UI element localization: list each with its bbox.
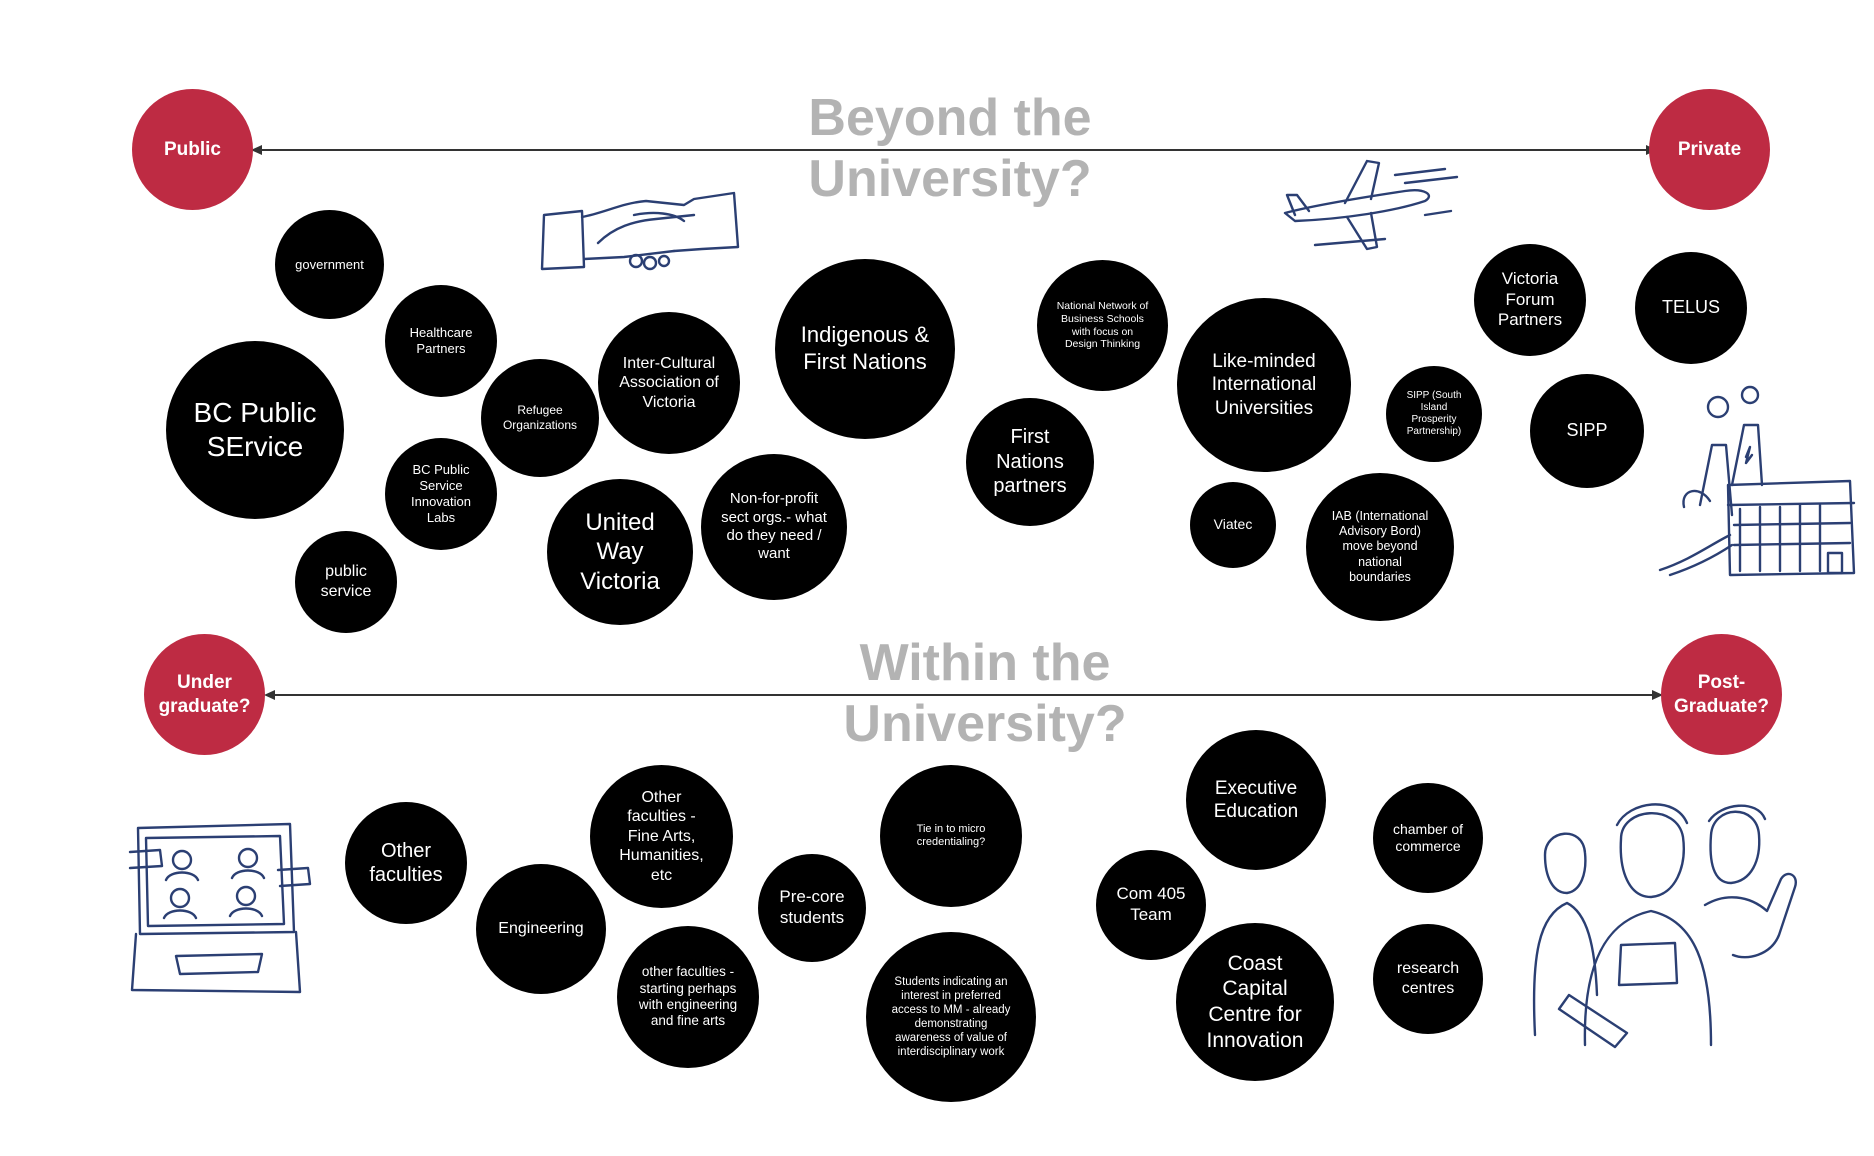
bubble-sipp-south: SIPP (South Island Prosperity Partnershi… xyxy=(1386,366,1482,462)
bubble-chamber-of-commerce: chamber of commerce xyxy=(1373,783,1483,893)
bubble-bc-innovation-labs: BC Public Service Innovation Labs xyxy=(385,438,497,550)
bubble-non-for-profit: Non-for-profit sect orgs.- what do they … xyxy=(701,454,847,600)
undergrad-postgrad-axis-line xyxy=(266,694,1661,696)
handshake-icon xyxy=(534,185,744,275)
bubble-refugee: Refugee Organizations xyxy=(481,359,599,477)
public-pole: Public xyxy=(132,89,253,210)
bubble-other-faculties: Other faculties xyxy=(345,802,467,924)
bubble-bc-public-service: BC Public SErvice xyxy=(166,341,344,519)
private-pole: Private xyxy=(1649,89,1770,210)
postgraduate-pole: Post- Graduate? xyxy=(1661,634,1782,755)
bubble-research-centres: research centres xyxy=(1373,924,1483,1034)
bubble-other-faculties-fine-arts: Other faculties - Fine Arts, Humanities,… xyxy=(590,765,733,908)
airplane-icon xyxy=(1275,155,1465,260)
bubble-first-nations-partners: First Nations partners xyxy=(966,398,1094,526)
public-private-axis-line xyxy=(253,149,1655,151)
bubble-telus: TELUS xyxy=(1635,252,1747,364)
bubble-iab: IAB (International Advisory Bord) move b… xyxy=(1306,473,1454,621)
bubble-victoria-forum: Victoria Forum Partners xyxy=(1474,244,1586,356)
factory-icon xyxy=(1650,385,1870,580)
bubble-executive-education: Executive Education xyxy=(1186,730,1326,870)
undergraduate-pole: Under graduate? xyxy=(144,634,265,755)
within-title-line1: Within the xyxy=(859,634,1111,692)
bubble-indigenous: Indigenous & First Nations xyxy=(775,259,955,439)
bubble-national-network: National Network of Business Schools wit… xyxy=(1037,260,1168,391)
bubble-viatec: Viatec xyxy=(1190,482,1276,568)
beyond-title: Beyond the University? xyxy=(760,88,1140,210)
bubble-like-minded: Like-minded International Universities xyxy=(1177,298,1351,472)
bubble-micro-credentialing: Tie in to micro credentialing? xyxy=(880,765,1022,907)
bubble-public-service: public service xyxy=(295,531,397,633)
bubble-com-405: Com 405 Team xyxy=(1096,850,1206,960)
within-title: Within the University? xyxy=(785,633,1185,755)
beyond-title-line2: University? xyxy=(808,150,1092,208)
bubble-engineering: Engineering xyxy=(476,864,606,994)
bubble-united-way: United Way Victoria xyxy=(547,479,693,625)
video-call-laptop-icon xyxy=(128,822,312,997)
bubble-government: government xyxy=(275,210,384,319)
team-people-icon xyxy=(1525,795,1805,1050)
bubble-healthcare: Healthcare Partners xyxy=(385,285,497,397)
axis-arrow-left xyxy=(251,145,262,155)
bubble-pre-core: Pre-core students xyxy=(758,854,866,962)
axis-arrow-right xyxy=(1652,690,1663,700)
bubble-coast-capital: Coast Capital Centre for Innovation xyxy=(1176,923,1334,1081)
bubble-intercultural: Inter-Cultural Association of Victoria xyxy=(598,312,740,454)
bubble-other-faculties-starting: other faculties - starting perhaps with … xyxy=(617,926,759,1068)
beyond-title-line1: Beyond the xyxy=(808,89,1092,147)
bubble-students-interest: Students indicating an interest in prefe… xyxy=(866,932,1036,1102)
within-title-line2: University? xyxy=(843,695,1127,753)
bubble-sipp: SIPP xyxy=(1530,374,1644,488)
axis-arrow-left xyxy=(264,690,275,700)
